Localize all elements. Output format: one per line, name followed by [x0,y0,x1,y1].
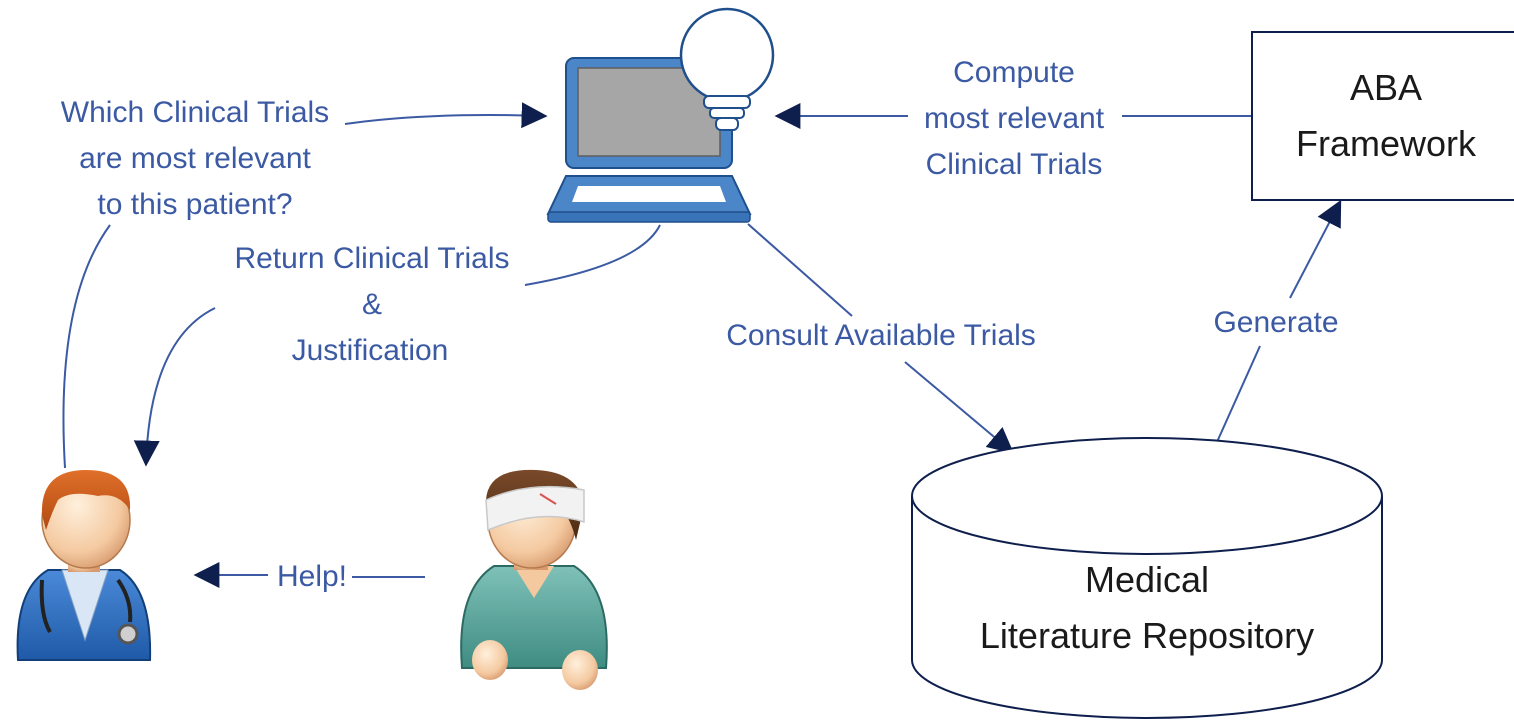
computer-to-return-line [524,224,661,286]
repository-line-2: Literature Repository [979,615,1315,656]
doctor-icon [16,470,152,661]
question-line-1: Which Clinical Trials [60,96,330,129]
compute-line-3: Clinical Trials [925,148,1103,181]
repository-line-1: Medical [1084,559,1210,600]
question-line-3: to this patient? [97,188,293,221]
compute-line-1: Compute [953,56,1075,89]
patient-icon [460,469,608,690]
aba-framework-box [1251,31,1514,201]
compute-label: Compute most relevant Clinical Trials [906,50,1122,188]
aba-framework-label: ABA Framework [1256,60,1514,172]
laptop-with-lightbulb-icon [546,7,775,223]
repository-to-generate-line [1216,345,1261,443]
return-line-3: Justification [291,334,449,367]
return-line-1: Return Clinical Trials [234,242,510,275]
doctor-to-question-line [62,224,111,469]
repository-cylinder [911,437,1383,719]
help-text: Help! [276,560,348,593]
help-label: Help! [266,554,358,600]
consult-text: Consult Available Trials [726,319,1036,352]
consult-to-repository-arrow [904,361,1014,454]
return-line-2: & [361,288,382,321]
aba-line-1: ABA [1349,67,1423,108]
generate-label: Generate [1198,300,1354,346]
return-to-doctor-arrow [133,307,216,467]
return-label: Return Clinical Trials & Justification [210,236,534,374]
repository-label: Medical Literature Repository [920,552,1374,664]
question-to-computer-arrow [344,102,548,129]
generate-to-aba-arrow [1289,199,1342,299]
compute-line-2: most relevant [923,102,1105,135]
generate-text: Generate [1213,306,1339,339]
aba-line-2: Framework [1295,123,1477,164]
computer-to-consult-line [747,223,853,317]
question-label: Which Clinical Trials are most relevant … [40,90,350,228]
consult-label: Consult Available Trials [700,313,1062,359]
question-line-2: are most relevant [79,142,311,175]
